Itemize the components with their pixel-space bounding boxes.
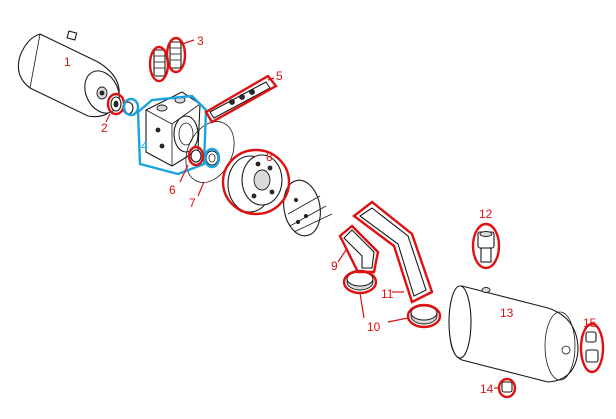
callout-8: 8	[266, 150, 273, 164]
highlight-elbow	[338, 224, 380, 274]
part-elbow-pickup	[343, 229, 375, 269]
highlight-tube	[352, 200, 434, 304]
highlight-oring-blue	[203, 147, 221, 169]
highlight-valve-rod	[204, 74, 278, 124]
part-filters	[346, 271, 438, 325]
highlight-small-ring	[122, 97, 140, 117]
highlight-pump-housing	[221, 148, 291, 216]
callout-3: 3	[197, 34, 204, 48]
part-drain-plug	[501, 381, 513, 393]
part-fittings	[153, 41, 182, 77]
highlight-breather	[471, 222, 501, 270]
part-seal	[110, 96, 134, 115]
callout-6: 6	[169, 183, 176, 197]
callout-14: 14	[480, 382, 494, 396]
callout-11: 11	[381, 287, 394, 301]
part-breather-cap	[477, 231, 495, 263]
part-motor	[17, 30, 120, 118]
callout-2: 2	[101, 121, 108, 135]
highlight-side-fittings	[579, 322, 605, 374]
part-side-fittings	[585, 331, 599, 363]
callout-10: 10	[367, 320, 381, 334]
callout-13: 13	[500, 306, 514, 320]
highlight-filter-b	[406, 303, 442, 329]
highlight-fitting-b	[165, 36, 187, 74]
part-pump-housing	[227, 154, 283, 213]
highlight-1	[106, 92, 140, 117]
highlight-pump-block	[136, 94, 208, 176]
callout-15: 15	[583, 316, 597, 330]
part-end-plate	[283, 179, 333, 237]
part-reservoir	[448, 285, 579, 383]
callout-9: 9	[331, 259, 338, 273]
part-valve-rod	[209, 81, 271, 119]
callout-12: 12	[479, 207, 493, 221]
highlight-oring-small	[187, 145, 205, 167]
callout-1: 1	[64, 55, 71, 69]
part-pickup-tube	[359, 207, 427, 297]
callout-4: 4	[141, 139, 148, 153]
callout-5: 5	[276, 69, 283, 83]
callout-7: 7	[189, 196, 196, 210]
